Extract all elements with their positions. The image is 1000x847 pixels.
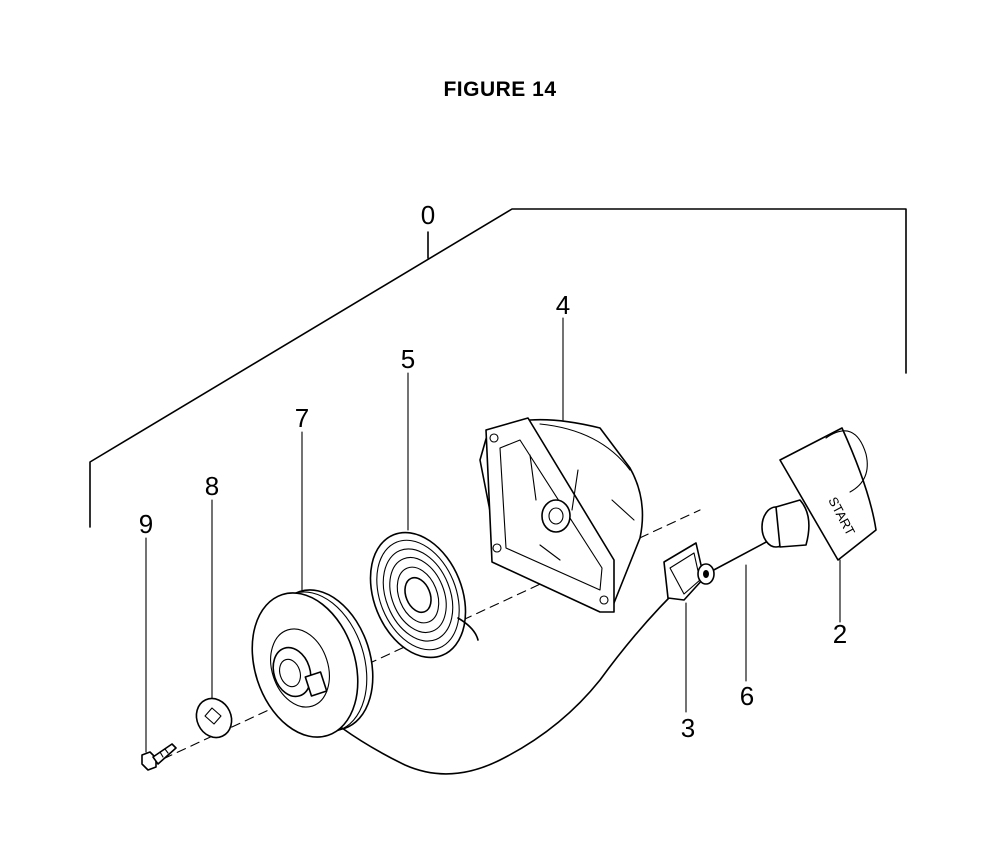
callout-9: 9 — [139, 509, 153, 539]
recoil-spring — [369, 531, 479, 659]
starter-case — [479, 417, 644, 613]
screw — [141, 743, 177, 771]
starter-handle: START — [761, 427, 877, 561]
callout-5: 5 — [401, 344, 415, 374]
figure-title: FIGURE 14 — [443, 78, 557, 101]
washer — [195, 697, 233, 739]
callout-2: 2 — [833, 619, 847, 649]
callout-8: 8 — [205, 471, 219, 501]
leader-lines — [145, 317, 841, 753]
rope-pulley — [251, 589, 374, 738]
starter-rope — [341, 539, 771, 775]
rope-grommet — [663, 542, 715, 601]
callout-6: 6 — [740, 681, 754, 711]
callout-0: 0 — [421, 200, 435, 230]
callout-7: 7 — [295, 403, 309, 433]
callout-4: 4 — [556, 290, 570, 320]
assembly-bracket — [89, 208, 907, 528]
callout-3: 3 — [681, 713, 695, 743]
